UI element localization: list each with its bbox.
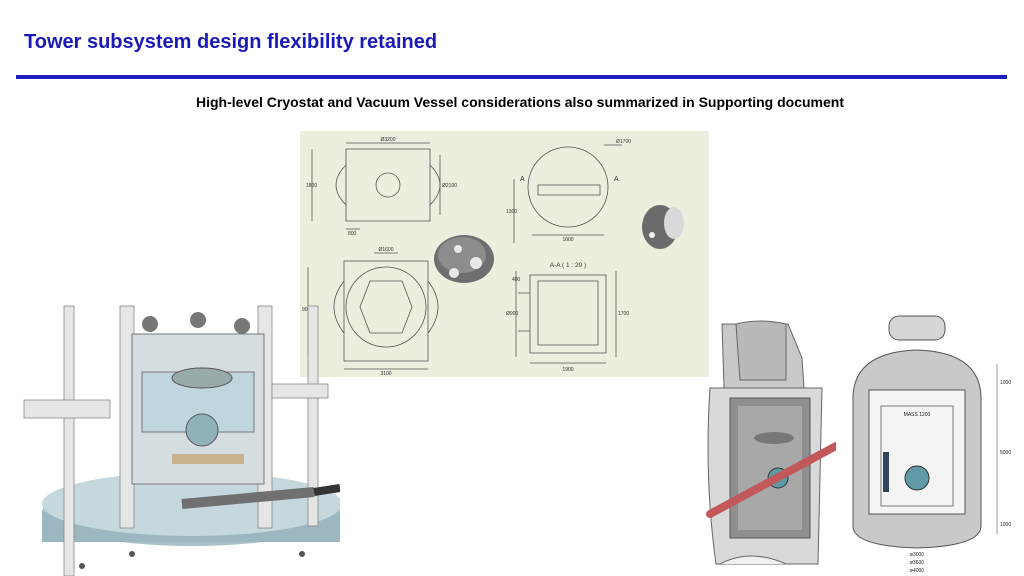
slide-title: Tower subsystem design flexibility retai… — [24, 31, 438, 53]
dim-section-bottom: 1900 — [562, 367, 573, 373]
section-mark-right: A — [614, 176, 619, 183]
dim-bottom-1: ø3000 — [910, 552, 924, 558]
dim-circle-height: 1300 — [506, 209, 517, 215]
slide-subtitle: High-level Cryostat and Vacuum Vessel co… — [195, 94, 845, 110]
title-underline — [16, 75, 1007, 79]
dim-bottom: 3100 — [380, 371, 391, 377]
section-mark-left: A — [520, 176, 525, 183]
cryostat-cutaway-render — [706, 320, 836, 565]
dim-bottom-2: ø3600 — [910, 560, 924, 566]
dim-lower-left: 900 — [302, 307, 311, 313]
dim-small: 800 — [348, 231, 357, 237]
dim-side: Ø2100 — [442, 183, 457, 189]
tag-label: MASS 1200 — [904, 412, 931, 418]
vacuum-vessel-section-drawing: MASS 1200 1000 5000 1000 ø3000 ø3600 ø40… — [852, 315, 1011, 574]
section-label: A-A ( 1 : 20 ) — [550, 262, 587, 269]
dim-bottom-3: ø4000 — [910, 568, 924, 574]
dim-top-width: Ø3200 — [380, 137, 395, 143]
dim-right-top: 1000 — [1000, 380, 1011, 386]
tower-rig-render — [23, 305, 340, 576]
cryostat-drawing-panel: Ø3200 1800 Ø2100 800 Ø1600 900 3100 Ø170… — [300, 131, 709, 377]
dim-circle: Ø1700 — [616, 139, 631, 145]
dim-section-left: Ø900 — [506, 311, 518, 317]
dim-section-top: 400 — [512, 277, 521, 283]
dim-left-height: 1800 — [306, 183, 317, 189]
dim-section-right: 1700 — [618, 311, 629, 317]
dim-hex: Ø1600 — [378, 247, 393, 253]
dim-circle-width: 1000 — [562, 237, 573, 243]
dim-right-mid: 5000 — [1000, 450, 1011, 456]
dim-right-low: 1000 — [1000, 522, 1011, 528]
